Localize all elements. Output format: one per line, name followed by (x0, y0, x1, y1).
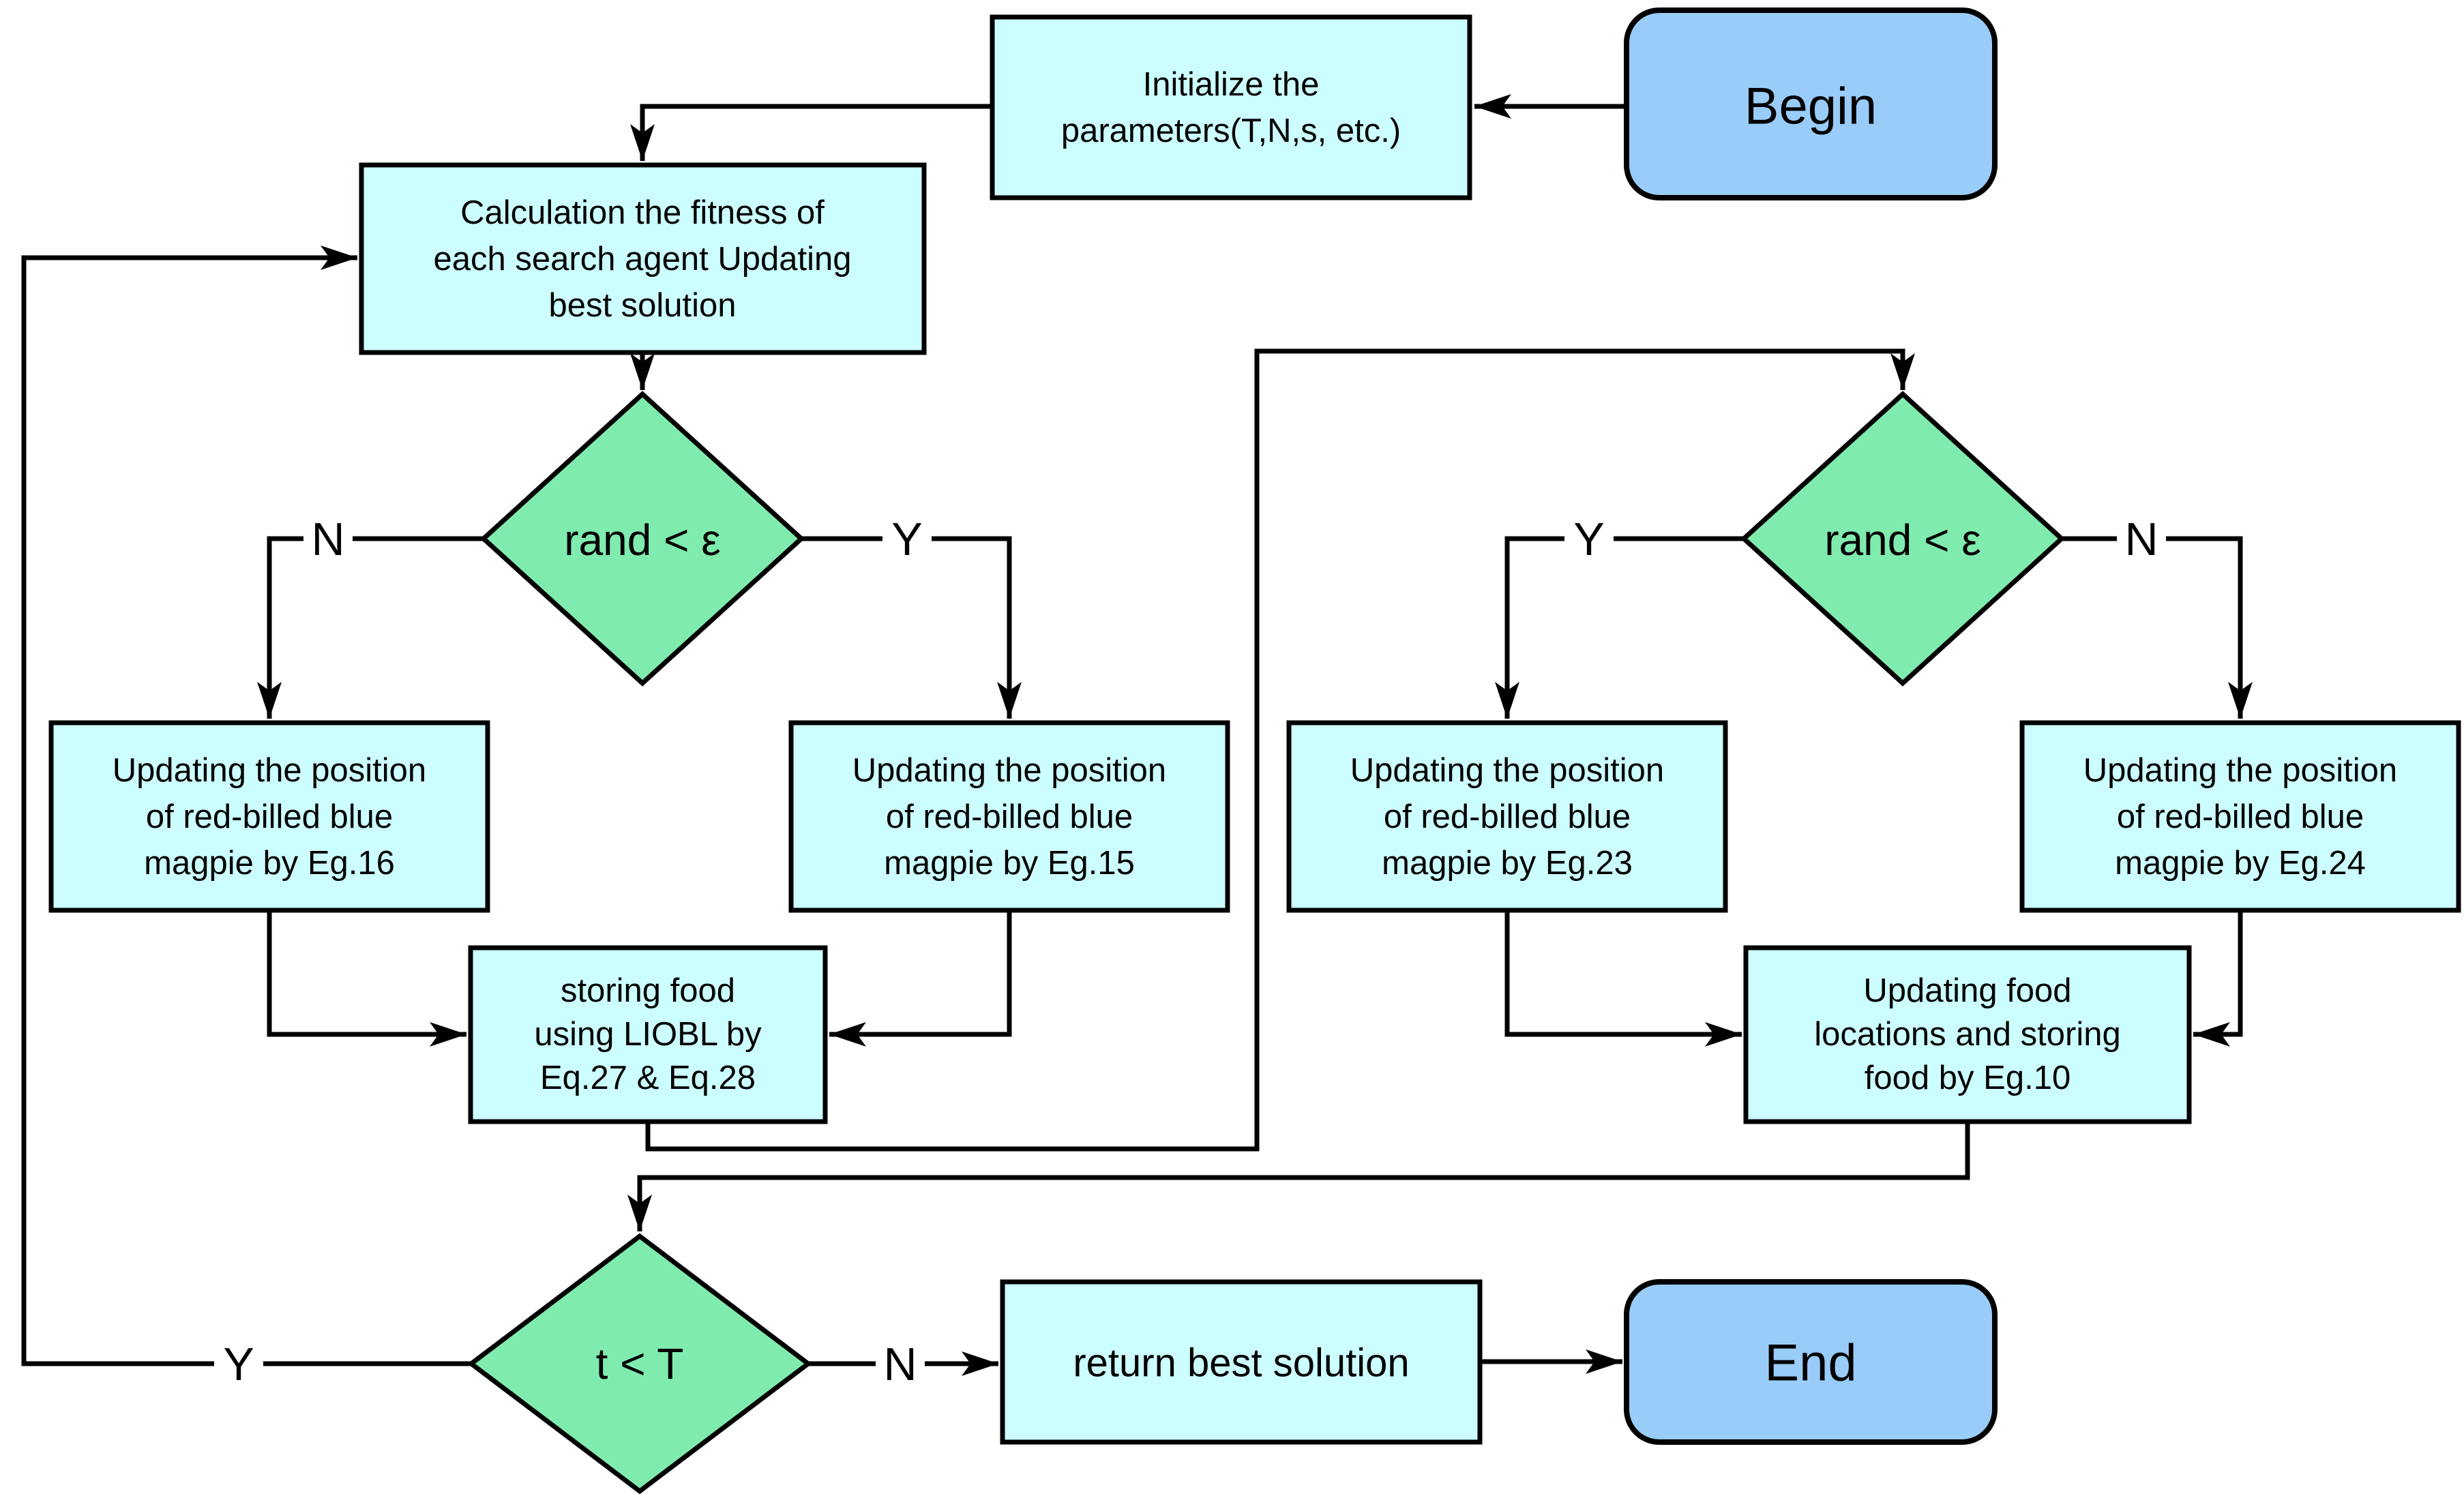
edge-eg15-store (829, 910, 1012, 1047)
d1-no-label-bg (303, 513, 353, 566)
d3-no-label-bg (876, 1338, 925, 1391)
decision2-label: rand < ε (1824, 515, 1981, 565)
edge-eg24-eg10 (2193, 910, 2243, 1047)
node-store-liobl: storing food using LIOBL by Eq.27 & Eq.2… (468, 945, 828, 1124)
eg24-line-2: of red-billed blue (2117, 798, 2364, 835)
calculate-line-1: Calculation the fitness of (460, 194, 825, 231)
node-initialize: Initialize the parameters(T,N,s, etc.) (990, 14, 1472, 200)
edge-eg10-decision3 (627, 1122, 1970, 1231)
decision3-shape (467, 1233, 812, 1495)
eg16-line-3: magpie by Eg.16 (144, 845, 395, 882)
d2-no-label-bg (2117, 513, 2166, 566)
eg15-line-2: of red-billed blue (886, 798, 1133, 835)
eg24-shape (2019, 720, 2461, 913)
node-decision-iteration: t < T (467, 1233, 812, 1495)
d1-yes-label-bg (882, 513, 932, 566)
end-label: End (1764, 1334, 1856, 1392)
eg16-shape (48, 720, 490, 913)
edge-decision2-yes-eg23 (1495, 536, 1744, 719)
d3-yes-label-bg (214, 1338, 263, 1391)
eg10-line-2: locations and storing (1814, 1016, 2120, 1053)
d2-yes-label-bg (1564, 513, 1614, 566)
eg16-line-2: of red-billed blue (146, 798, 393, 835)
node-eg23: Updating the position of red-billed blue… (1286, 720, 1728, 913)
edge-decision1-no-eg16 (257, 536, 484, 719)
node-eg10: Updating food locations and storing food… (1743, 945, 2192, 1124)
decision2-shape (1740, 391, 2066, 687)
initialize-shape (990, 14, 1472, 200)
d3-yes-label: Y (223, 1338, 254, 1390)
begin-shape (1624, 8, 1998, 200)
begin-label: Begin (1745, 78, 1877, 136)
node-decision-rand-left: rand < ε (479, 391, 805, 687)
d3-no-label: N (883, 1338, 917, 1390)
eg16-line-1: Updating the position (113, 752, 426, 789)
node-begin: Begin (1624, 8, 1998, 200)
initialize-line-1: Initialize the (1143, 66, 1320, 103)
node-eg24: Updating the position of red-billed blue… (2019, 720, 2461, 913)
eg10-line-1: Updating food (1863, 972, 2071, 1009)
d1-yes-label: Y (891, 513, 922, 565)
eg10-shape (1743, 945, 2192, 1124)
eg23-shape (1286, 720, 1728, 913)
calculate-shape (359, 162, 927, 355)
store-liobl-line-2: using LIOBL by (534, 1016, 762, 1053)
d2-no-label: N (2124, 513, 2158, 565)
node-decision-rand-right: rand < ε (1740, 391, 2066, 687)
store-liobl-line-1: storing food (561, 972, 735, 1009)
calculate-line-2: each search agent Updating (434, 241, 852, 278)
eg15-line-1: Updating the position (852, 752, 1166, 789)
edge-initialize-calculate (630, 104, 992, 161)
store-liobl-line-3: Eq.27 & Eq.28 (540, 1060, 756, 1096)
eg24-line-1: Updating the position (2083, 752, 2397, 789)
initialize-line-2: parameters(T,N,s, etc.) (1061, 113, 1401, 149)
node-return-best-solution: return best solution (1000, 1279, 1483, 1445)
decision1-label: rand < ε (564, 515, 721, 565)
eg24-line-3: magpie by Eg.24 (2115, 845, 2366, 882)
edge-eg16-store (267, 910, 466, 1047)
end-shape (1624, 1279, 1998, 1445)
d1-no-label: N (311, 513, 344, 565)
eg23-line-1: Updating the position (1350, 752, 1664, 789)
edge-store-decision2 (645, 348, 1915, 1152)
eg10-line-3: food by Eg.10 (1865, 1060, 2070, 1096)
d2-yes-label: Y (1573, 513, 1604, 565)
decision3-label: t < T (596, 1339, 684, 1388)
eg15-line-3: magpie by Eg.15 (884, 845, 1135, 882)
node-eg16: Updating the position of red-billed blue… (48, 720, 490, 913)
store-liobl-shape (468, 945, 828, 1124)
node-calculate-fitness: Calculation the fitness of each search a… (359, 162, 927, 355)
edge-eg23-eg10 (1504, 910, 1742, 1047)
return-shape (1000, 1279, 1483, 1445)
decision1-shape (479, 391, 805, 687)
eg23-line-3: magpie by Eg.23 (1382, 845, 1633, 882)
node-eg15: Updating the position of red-billed blue… (788, 720, 1230, 913)
eg23-line-2: of red-billed blue (1384, 798, 1631, 835)
return-label: return best solution (1073, 1341, 1409, 1385)
eg15-shape (788, 720, 1230, 913)
calculate-line-3: best solution (548, 287, 736, 324)
edge-decision1-yes-eg15 (801, 536, 1022, 719)
edge-labels: N Y Y N Y N (214, 513, 2166, 1391)
node-end: End (1624, 1279, 1998, 1445)
